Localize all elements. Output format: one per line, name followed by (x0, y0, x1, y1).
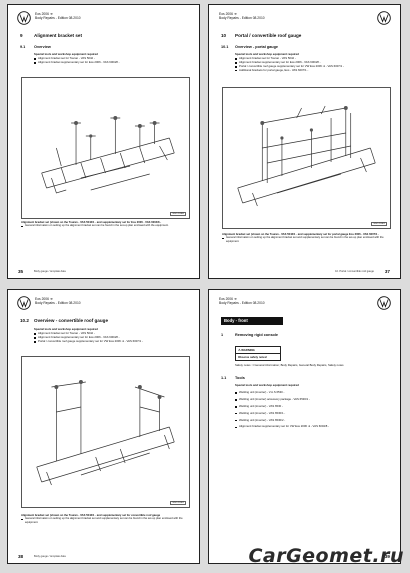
tools-list: Special tools and workshop equipment req… (235, 52, 392, 73)
page-39: Eos 2006 ➔ Body Repairs - Edition 08.201… (208, 289, 401, 564)
chapter-band: Body - front (221, 317, 283, 325)
list-item: Alignment bracket supplementary set for … (235, 425, 392, 429)
bracket-drawing-icon (41, 116, 175, 194)
edition-line: Body Repairs - Edition 08.2010 (219, 16, 265, 21)
vw-logo-icon (377, 11, 391, 25)
page-number: 35 (18, 269, 24, 274)
edition-line: Body Repairs - Edition 08.2010 (219, 301, 265, 306)
page-header: Eos 2006 ➔ Body Repairs - Edition 08.201… (35, 12, 81, 20)
tools-list: Special tools and workshop equipment req… (34, 327, 191, 344)
model-line: Eos 2006 ➔ (35, 12, 53, 16)
tools-list: Special tools and workshop equipment req… (235, 383, 392, 429)
model-line: Eos 2006 ➔ (219, 12, 237, 16)
page-footer: Body gauge / template data (34, 270, 66, 273)
figure-note: Alignment bracket set (shown on the Tour… (222, 233, 391, 243)
tools-list: Special tools and workshop equipment req… (34, 52, 191, 65)
edition-line: Body Repairs - Edition 08.2010 (35, 16, 81, 21)
list-item: Alignment bracket supplementary set for … (235, 60, 392, 65)
list-item: Welding unit (inverter) - VAS 6530/2 - (235, 418, 392, 423)
page-35: Eos 2006 ➔ Body Repairs - Edition 08.201… (7, 4, 200, 279)
safety-intro: Safety notes ⇒ General information; Body… (235, 363, 344, 367)
watermark: CarGeomet.ru (248, 545, 404, 567)
edition-line: Body Repairs - Edition 08.2010 (35, 301, 81, 306)
figure-id: SGO-10360 (170, 212, 186, 216)
list-item: Alignment bracket set for Touran - VAS 5… (34, 56, 191, 61)
vw-logo-icon (17, 11, 31, 25)
vw-logo-icon (377, 296, 391, 310)
figure-id: SGO-10361 (371, 222, 387, 226)
figure-id: SGO-10362 (170, 501, 186, 505)
warning-icon: ⚠ (238, 348, 242, 352)
portal-gauge-figure: SGO-10361 (222, 87, 391, 229)
warning-text: Observe safety notes! (238, 355, 268, 359)
page-number: 38 (18, 554, 24, 559)
list-item: Alignment bracket set for Touran - VAS 5… (34, 331, 191, 336)
model-line: Eos 2006 ➔ (35, 297, 53, 301)
list-item: Welding unit (inverter) - VAS 6530 - (235, 404, 392, 409)
list-item: Alignment bracket set for Touran - VAS 5… (235, 56, 392, 61)
page-38: Eos 2006 ➔ Body Repairs - Edition 08.201… (7, 289, 200, 564)
warning-box: ⚠ WARNING Observe safety notes! (235, 346, 281, 361)
vw-logo-icon (17, 296, 31, 310)
page-number: 37 (384, 269, 390, 274)
list-item: Alignment bracket supplementary set for … (34, 60, 191, 65)
model-line: Eos 2006 ➔ (219, 297, 237, 301)
page-number: 39 (384, 554, 390, 559)
list-item: Welding unit (inverter) - V.A.S 6530 - (235, 390, 392, 395)
warning-header: ⚠ WARNING (236, 347, 280, 354)
page-footer: Body gauge / template data (34, 555, 66, 558)
list-item: Portal / convertible roof gauge suppleme… (34, 339, 191, 344)
list-item: Portal / convertible roof gauge suppleme… (235, 64, 392, 69)
page-header: Eos 2006 ➔ Body Repairs - Edition 08.201… (35, 297, 81, 305)
page-header: Eos 2006 ➔ Body Repairs - Edition 08.201… (219, 12, 265, 20)
list-item: Welding unit (inverter) accessory packag… (235, 397, 392, 402)
list-item: Alignment bracket supplementary set for … (34, 335, 191, 340)
alignment-bracket-figure: SGO-10360 (21, 77, 190, 219)
list-item: Additional brackets for portal gauge, Eo… (235, 68, 392, 73)
figure-note: Alignment bracket set (shown on the Tour… (21, 514, 190, 524)
list-item: Welding unit (inverter) - VAS 6530/1 - (235, 411, 392, 416)
roof-gauge-drawing-icon (36, 380, 175, 486)
page-footer: 10. Portal / convertible roof gauge (335, 270, 374, 273)
figure-note: Alignment bracket set (shown on the Tour… (21, 221, 190, 228)
portal-gauge-drawing-icon (237, 105, 376, 207)
page-header: Eos 2006 ➔ Body Repairs - Edition 08.201… (219, 297, 265, 305)
convertible-roof-gauge-figure: SGO-10362 (21, 356, 190, 508)
page-37: Eos 2006 ➔ Body Repairs - Edition 08.201… (208, 4, 401, 279)
